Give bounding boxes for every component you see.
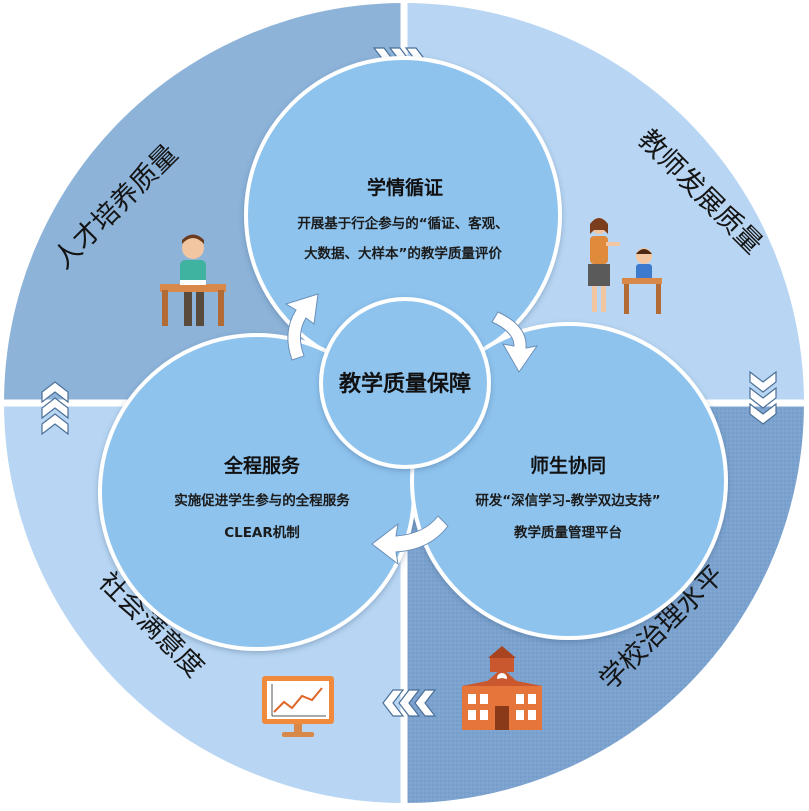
right-circle-title: 师生协同 [530, 454, 606, 477]
center-circle [319, 297, 491, 469]
chevron-left-icon [382, 689, 437, 717]
right-circle-line-2: 教学质量管理平台 [514, 524, 622, 541]
chart-monitor-icon [262, 676, 334, 737]
top-circle-line-2: 大数据、大样本”的教学质量评价 [304, 245, 502, 262]
arrow-to-top-circle-icon [284, 293, 319, 361]
arrow-to-left-circle-icon [371, 515, 449, 566]
student-desk-icon [160, 234, 226, 326]
school-building-icon [462, 646, 542, 730]
circle-right [410, 322, 728, 640]
left-circle-title: 全程服务 [223, 454, 301, 477]
arrow-to-right-circle-icon [491, 311, 539, 373]
cycle-arrows [284, 293, 539, 566]
right-circle-line-1: 研发“深信学习-教学双边支持” [475, 492, 660, 509]
left-circle-line-2: CLEAR机制 [224, 524, 300, 541]
chevron-down-icon [749, 370, 777, 425]
teacher-student-icon [588, 218, 662, 314]
top-circle-line-1: 开展基于行企参与的“循证、客观、 [297, 215, 508, 232]
chevron-up-icon [41, 381, 69, 436]
left-circle-line-1: 实施促进学生参与的全程服务 [174, 492, 350, 509]
top-circle-title: 学情循证 [367, 176, 443, 199]
center-title: 教学质量保障 [339, 371, 471, 397]
